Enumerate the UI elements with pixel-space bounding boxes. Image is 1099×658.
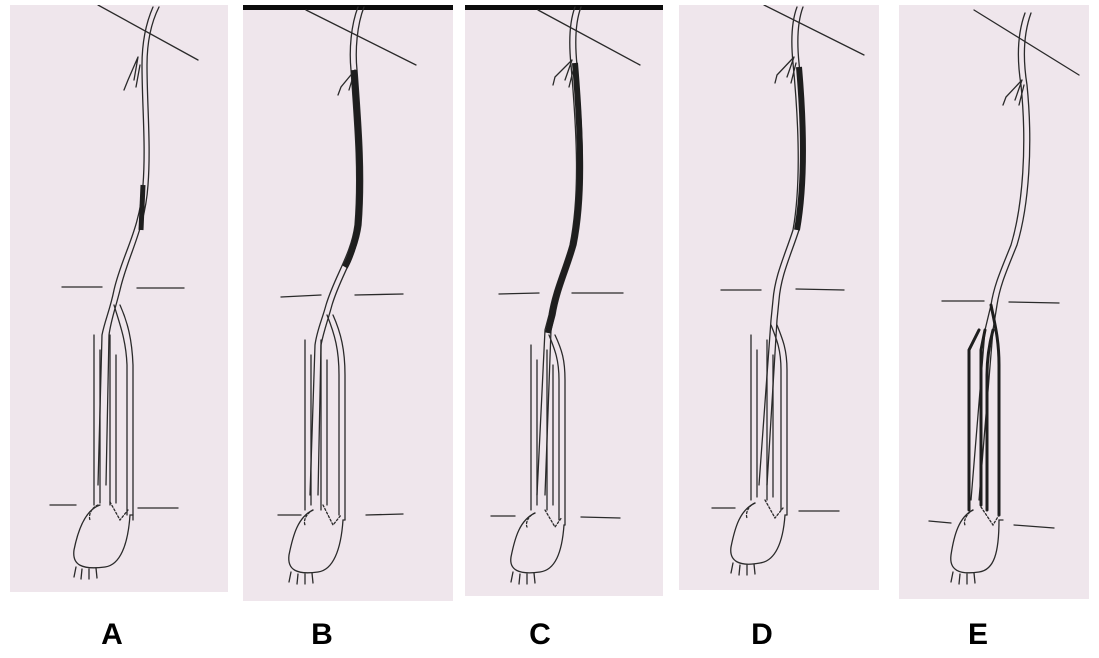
vein-diagram-c [465,5,663,596]
vein-diagram-b [243,5,453,601]
branch [124,57,140,90]
panel-label-b: B [302,618,342,652]
panel-b [243,5,453,601]
panel-d [679,5,879,590]
panel-a [10,5,228,592]
marker-line [974,10,1079,75]
vein-diagram-a [10,5,228,592]
panel-c [465,5,663,596]
vein-diagram-e [899,5,1089,599]
vein-diagram-d [679,5,879,590]
panel-e [899,5,1089,599]
marker-line [538,10,640,65]
panel-label-e: E [958,618,998,652]
marker-line [764,5,864,55]
panel-label-c: C [520,618,560,652]
panel-label-a: A [92,618,132,652]
panel-label-d: D [742,618,782,652]
